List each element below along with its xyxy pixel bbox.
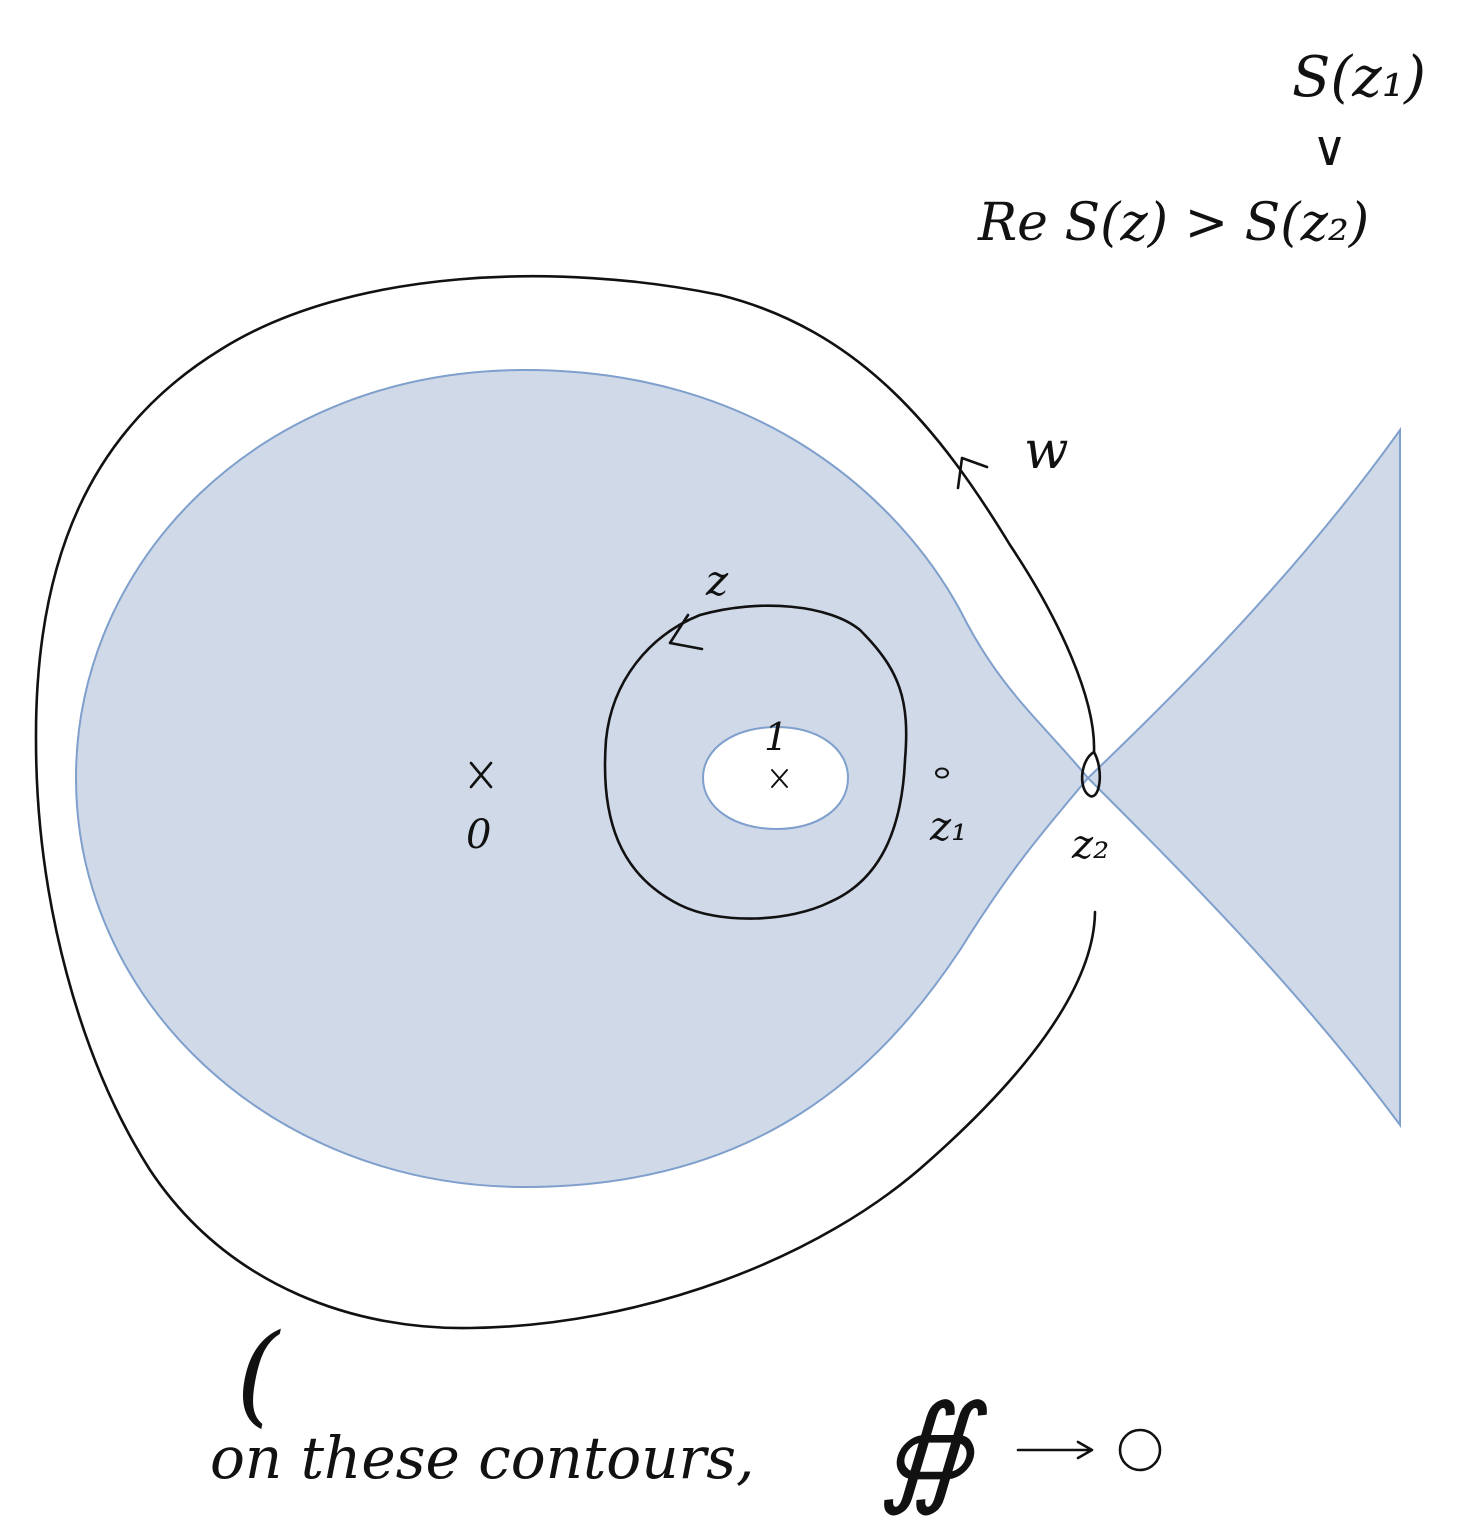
label-w: w: [1024, 421, 1069, 481]
z-direction-arrow-icon: [668, 613, 704, 651]
label-caption: on these contours,: [210, 1424, 755, 1492]
limit-arrow-icon: [1016, 1440, 1094, 1460]
label-z1: z₁: [929, 804, 967, 850]
label-s-z1: S(z₁): [1292, 45, 1426, 110]
w-contour: [34, 274, 1097, 1330]
limit-zero-circle: [1118, 1428, 1162, 1472]
label-z: z: [705, 556, 729, 605]
z2-pinch-loop: [1080, 750, 1102, 798]
label-paren: (: [236, 1310, 281, 1438]
label-z2: z₂: [1071, 822, 1109, 868]
label-origin: 0: [466, 812, 491, 858]
label-vee: ∨: [1312, 121, 1347, 177]
cross-one-icon: [771, 769, 788, 788]
shaded-region-right-wedge: [1086, 426, 1401, 1129]
z1-point-icon: [935, 767, 949, 779]
shaded-region-left-lobe: [74, 368, 1090, 1189]
label-condition: Re S(z) > S(z₂): [977, 193, 1369, 253]
w-direction-arrow-icon: [956, 456, 989, 490]
z-contour: [603, 604, 908, 920]
label-integral-symbol: ∯: [880, 1380, 988, 1519]
cross-origin-icon: [469, 761, 493, 789]
label-one: 1: [764, 715, 788, 759]
